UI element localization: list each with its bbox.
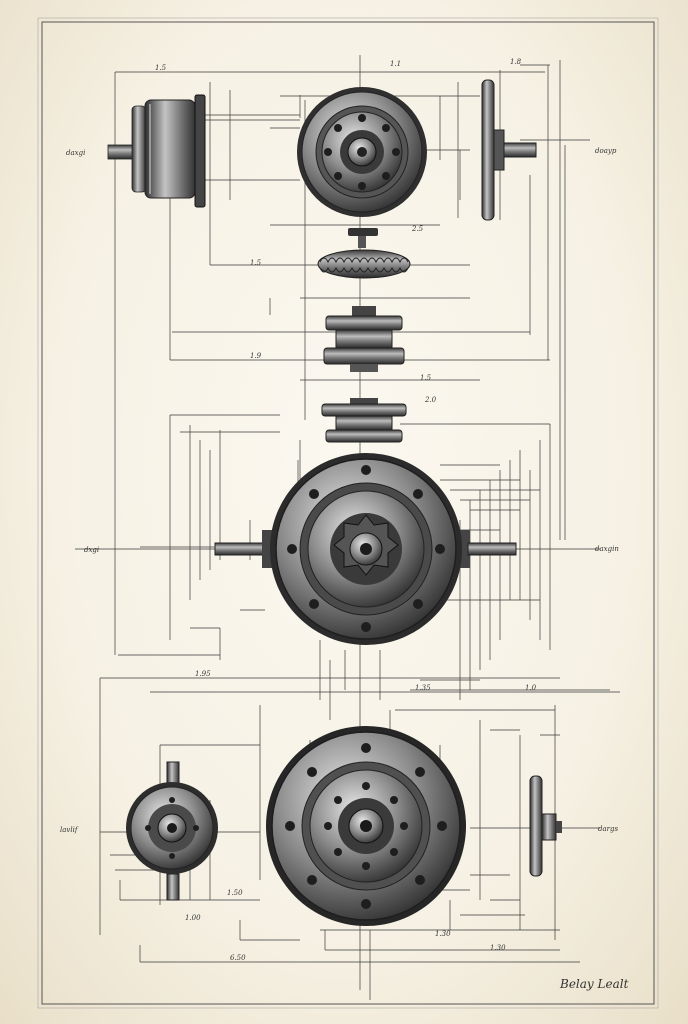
- dimension-label: 1.95: [195, 670, 211, 678]
- dimension-label: 2.0: [424, 396, 437, 404]
- sheet-outer-border: [37, 17, 659, 1009]
- dimension-label: 1.0: [525, 684, 537, 692]
- dimension-label: 1.30: [435, 930, 451, 938]
- large-flange-face-view: [266, 726, 466, 926]
- dimension-label: 1.00: [185, 914, 201, 922]
- dimension-label: 1.9: [250, 352, 262, 360]
- part-label: dargs: [598, 825, 618, 833]
- part-label: doayp: [595, 147, 617, 155]
- dimension-label-group: 1.5 1.1 1.8 1.5 2.5 1.9 1.5 1.50 1.00 6.…: [155, 58, 537, 962]
- pulley-lower: [321, 398, 407, 443]
- sheet-border: [41, 21, 655, 1005]
- small-disk-edge-view: [529, 775, 562, 877]
- part-label: dxgi: [84, 546, 99, 554]
- dimension-label: 1.35: [415, 684, 431, 692]
- dimension-label: 1.5: [420, 374, 432, 382]
- disk-edge-view: [481, 79, 537, 221]
- flange-face-view: [297, 87, 427, 217]
- gear-stack: [317, 228, 411, 279]
- dimension-label: 1.5: [155, 64, 167, 72]
- cylinder-hub-side-view: [107, 94, 206, 208]
- dimension-label: 2.5: [411, 225, 424, 233]
- dimension-label: 1.5: [250, 259, 262, 267]
- pulley-upper: [323, 306, 405, 372]
- main-housing-assembly: [214, 453, 517, 645]
- small-hub-face-view: [126, 761, 218, 901]
- dimension-label: 1.30: [490, 944, 506, 952]
- part-label: daxgin: [595, 545, 619, 553]
- signature: Belay Lealt: [559, 977, 629, 991]
- dimension-label: 6.50: [230, 954, 246, 962]
- part-label: daxgi: [66, 149, 85, 157]
- dimension-label: 1.50: [227, 889, 243, 897]
- dimension-label: 1.8: [510, 58, 522, 66]
- dimension-label: 1.1: [390, 60, 401, 68]
- part-label: lavlif: [60, 826, 79, 834]
